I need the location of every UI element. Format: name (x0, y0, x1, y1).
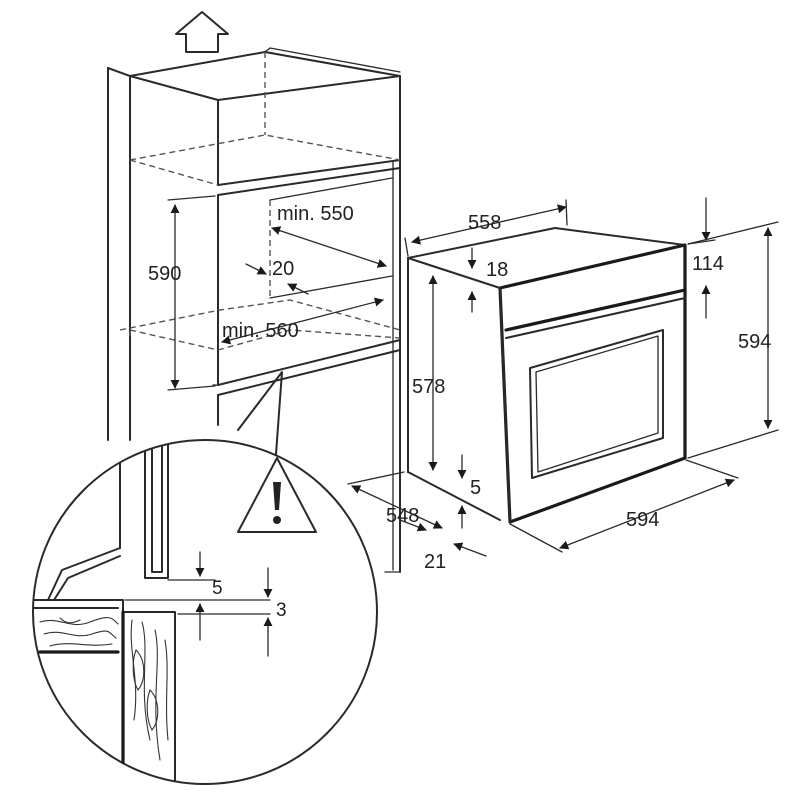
detail-callout (32, 371, 378, 785)
dim-20: 20 (272, 258, 294, 280)
warning-icon (237, 457, 317, 533)
dim-578: 578 (412, 376, 445, 398)
dim-21: 21 (424, 551, 446, 573)
dim-min-560: min. 560 (222, 320, 299, 342)
dim-558: 558 (468, 212, 501, 234)
dim-114: 114 (692, 253, 724, 275)
cabinet-dimensions (167, 195, 387, 391)
detail-dim-5: 5 (212, 578, 223, 599)
oven (407, 227, 687, 524)
detail-dim-3: 3 (276, 600, 287, 621)
dim-590: 590 (148, 263, 181, 285)
up-arrow-icon (175, 11, 229, 53)
dim-594-height: 594 (738, 331, 771, 353)
detail-interior (33, 440, 273, 784)
dim-594-width: 594 (626, 509, 659, 531)
oven-dimensions (347, 197, 779, 557)
dim-548: 548 (386, 505, 419, 527)
dim-min-550: min. 550 (277, 203, 354, 225)
dim-5: 5 (470, 477, 481, 499)
dim-18: 18 (486, 259, 508, 281)
